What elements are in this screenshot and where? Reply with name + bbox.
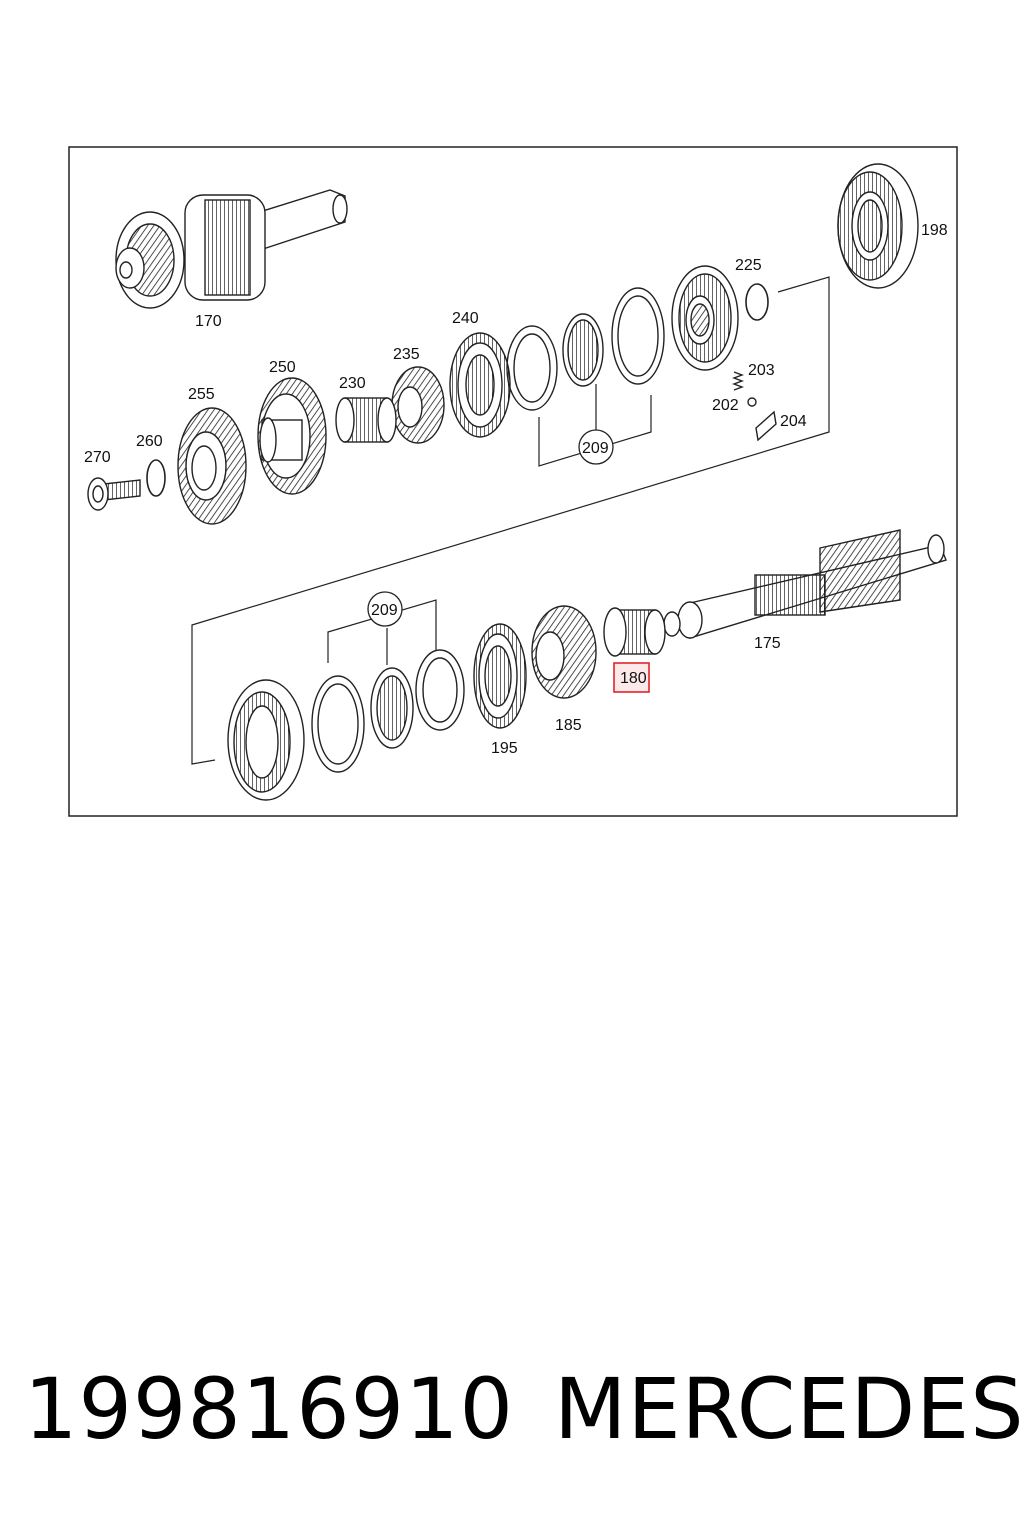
label-240: 240 [452,310,479,327]
label-270: 270 [84,449,111,466]
label-260: 260 [136,433,163,450]
ring-part-195 [473,623,527,729]
brand-name: MERCEDES [554,1360,1024,1458]
bolt-part-270 [87,477,141,511]
label-235: 235 [393,346,420,363]
gear-part-235 [391,366,445,444]
gear-part-255 [177,407,247,525]
synchro-rings-lower [311,649,465,773]
key-part-204 [755,410,777,442]
label-225: 225 [735,257,762,274]
part-number: 199816910 [24,1360,514,1458]
parts-diagram: 170 198 225 240 250 235 230 255 203 202 … [68,146,958,817]
label-230: 230 [339,375,366,392]
circlip-part-260 [146,459,166,497]
highlight-box-180 [613,662,650,693]
caption: 199816910 MERCEDES [0,1360,1024,1480]
callout-circle-209-lower [367,591,403,627]
label-195: 195 [491,740,518,757]
bearing-part-180 [603,607,666,657]
shift-sleeve [227,679,305,801]
synchro-rings-upper [506,287,665,411]
ring-part-240 [449,332,511,438]
shaft-part-170 [115,189,348,309]
gear-part-185 [531,605,597,699]
shaft-part-175 [663,529,947,639]
label-209-lower: 209 [371,602,398,619]
label-203: 203 [748,362,775,379]
gear-part-250 [257,377,327,495]
diagram-frame [68,146,958,817]
bearing-part-230 [335,397,397,443]
label-185: 185 [555,717,582,734]
label-170: 170 [195,313,222,330]
hub-part-198 [837,163,919,289]
label-204: 204 [780,413,807,430]
circlip-part-225 [745,283,769,321]
synchro-hub [671,265,739,371]
label-175: 175 [754,635,781,652]
label-255: 255 [188,386,215,403]
callout-circle-209-upper [578,429,614,465]
label-250: 250 [269,359,296,376]
label-202: 202 [712,397,739,414]
ball-part-202 [747,397,757,407]
label-180: 180 [620,670,647,687]
spring-part-203 [732,371,744,391]
label-209-upper: 209 [582,440,609,457]
label-198: 198 [921,222,948,239]
